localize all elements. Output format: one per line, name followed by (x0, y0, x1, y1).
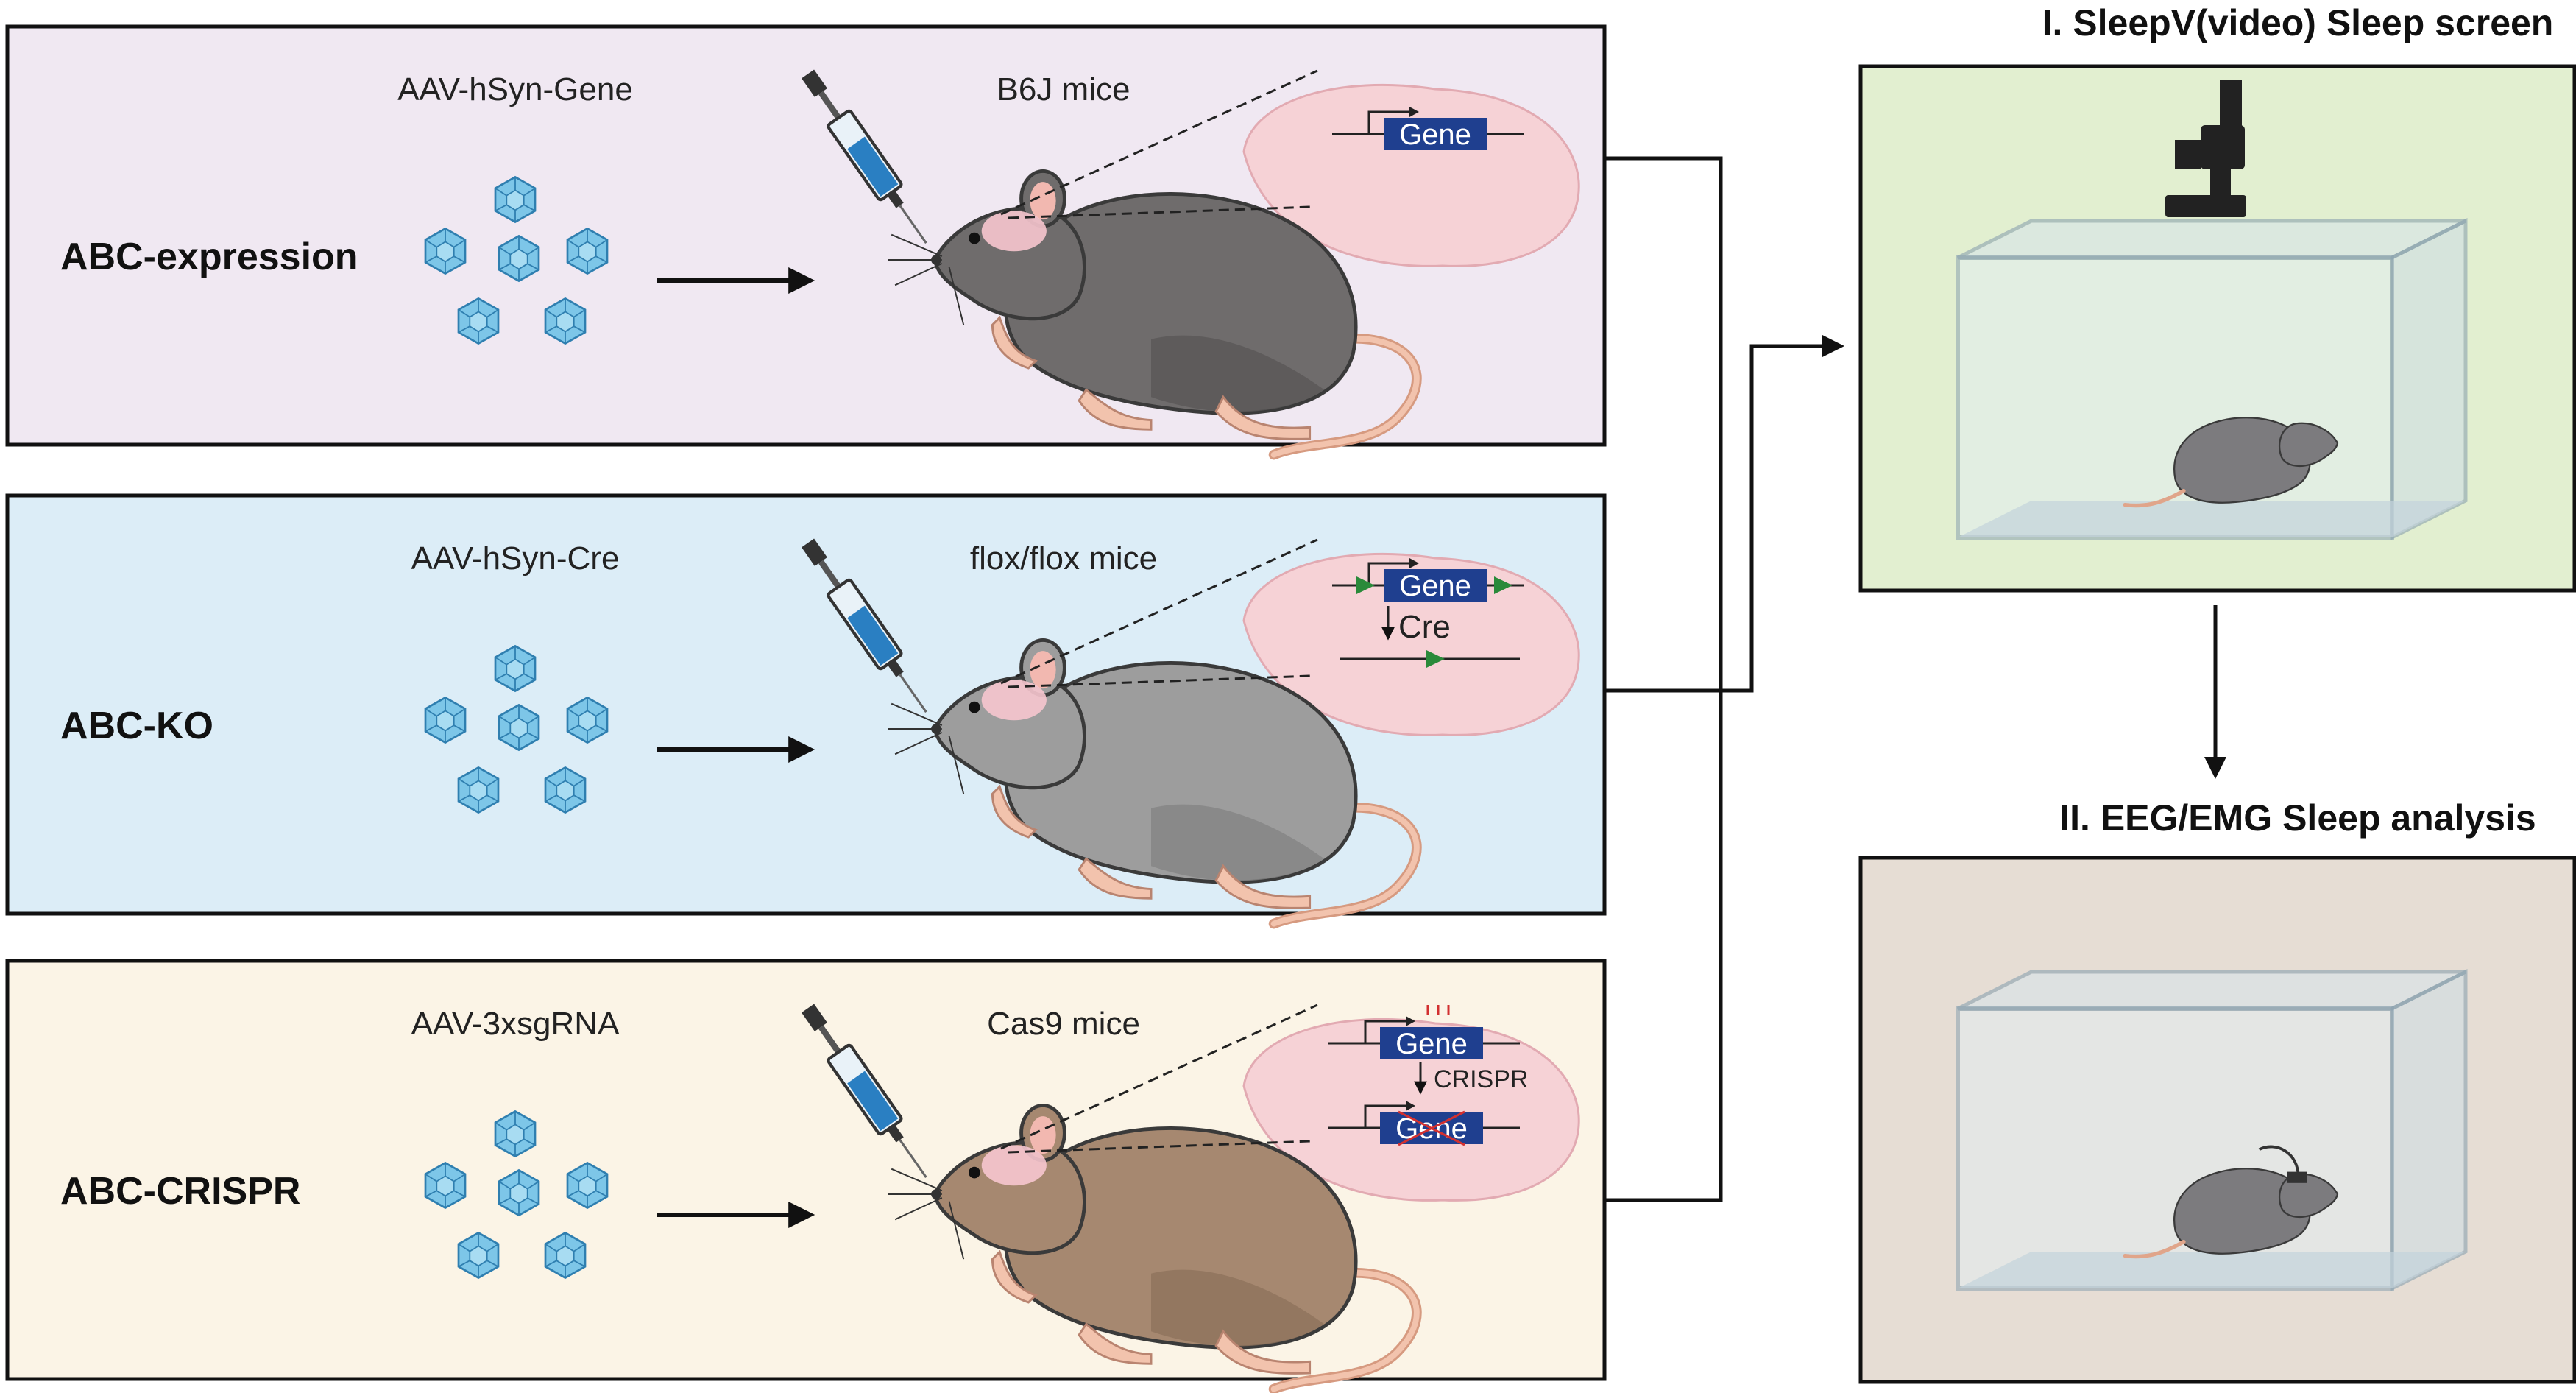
panel-title: ABC-expression (60, 236, 358, 278)
mice-label: flox/flox mice (970, 540, 1157, 576)
step-label: Cre (1398, 609, 1451, 645)
eeg-cage (1956, 968, 2468, 1292)
connector-expression (1604, 156, 1752, 693)
gene-construct: Gene (1332, 558, 1524, 602)
mouse-illustration (888, 638, 1422, 929)
mice-label: Cas9 mice (987, 1006, 1140, 1042)
screen-title-eeg: II. EEG/EMG Sleep analysis (2059, 797, 2536, 839)
loxp-icon (1356, 576, 1375, 594)
stereotaxic-line (1008, 205, 1311, 219)
brain-icon (1242, 552, 1580, 736)
sgrna-marks-icon (1426, 1005, 1450, 1015)
virus-label: AAV-3xsgRNA (411, 1006, 620, 1042)
video-cage (1956, 217, 2468, 541)
panel-title: ABC-KO (60, 705, 213, 747)
camera-icon (2165, 80, 2246, 217)
knockout-cross-icon (1398, 1110, 1465, 1146)
connector-crispr (1604, 691, 1723, 1202)
loxp-icon (1426, 650, 1445, 668)
stereotaxic-line (1008, 1140, 1311, 1154)
connector-lines (1604, 156, 1844, 1202)
gene-label: Gene (1399, 119, 1471, 151)
gene-construct: Gene (1328, 1016, 1520, 1060)
connector-ko (1604, 335, 1844, 693)
gene-construct-edited: Gene (1328, 1101, 1520, 1145)
gene-construct: Gene (1332, 107, 1524, 151)
panel-title: ABC-CRISPR (60, 1170, 300, 1213)
stereotaxic-line (1000, 538, 1318, 685)
screen-title-video: I. SleepV(video) Sleep screen (2042, 2, 2554, 43)
stereotaxic-line (1000, 69, 1318, 216)
mouse-illustration (888, 169, 1422, 460)
loxp-icon (1494, 576, 1512, 594)
stereotaxic-line (1000, 1004, 1318, 1150)
mouse-illustration (888, 1104, 1422, 1393)
virus-label: AAV-hSyn-Gene (397, 71, 633, 107)
gene-label: Gene (1395, 1028, 1468, 1060)
brain-icon (1242, 1018, 1580, 1202)
mice-label: B6J mice (997, 71, 1130, 107)
gene-label: Gene (1399, 570, 1471, 602)
stereotaxic-line (1008, 674, 1311, 688)
brain-icon (1242, 83, 1580, 267)
step-label: CRISPR (1434, 1065, 1528, 1093)
virus-label: AAV-hSyn-Cre (411, 540, 620, 576)
